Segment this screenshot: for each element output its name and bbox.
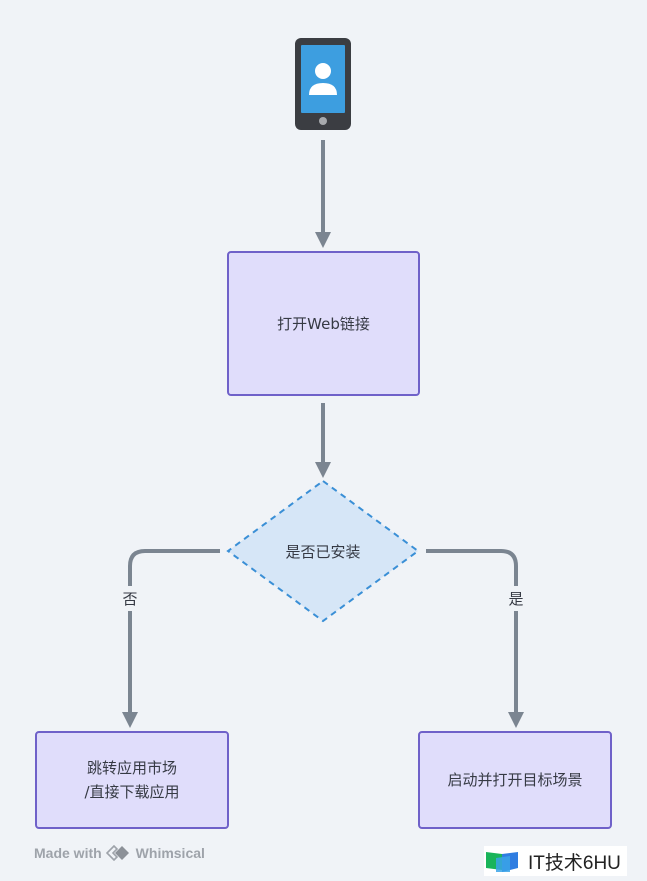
whimsical-brand: Whimsical bbox=[135, 845, 205, 861]
node-go-to-app-store-line1: 跳转应用市场 bbox=[86, 759, 177, 777]
node-open-web-link[interactable]: 打开Web链接 bbox=[227, 251, 420, 396]
edge-label-yes: 是 bbox=[504, 586, 528, 611]
watermark-text: IT技术6HU bbox=[528, 852, 621, 874]
node-launch-target-scene[interactable]: 启动并打开目标场景 bbox=[418, 731, 612, 829]
node-open-web-link-label: 打开Web链接 bbox=[277, 314, 370, 333]
made-with-label: Made with bbox=[34, 845, 102, 861]
node-launch-target-scene-label: 启动并打开目标场景 bbox=[447, 771, 583, 789]
book-logo-icon bbox=[486, 852, 518, 872]
edge-label-no: 否 bbox=[118, 586, 142, 611]
made-with-whimsical[interactable]: Made with Whimsical bbox=[34, 845, 205, 861]
decision-label: 是否已安装 bbox=[285, 543, 361, 561]
watermark: IT技术6HU bbox=[484, 846, 627, 876]
connector-decision-no bbox=[122, 549, 220, 728]
connector-decision-yes bbox=[426, 549, 524, 728]
smartphone-user-icon bbox=[295, 38, 351, 130]
node-go-to-app-store-line2: /直接下载应用 bbox=[84, 783, 180, 801]
whimsical-logo-icon bbox=[105, 845, 129, 861]
decision-diamond bbox=[226, 479, 420, 623]
node-go-to-app-store[interactable]: 跳转应用市场 /直接下载应用 bbox=[35, 731, 229, 829]
